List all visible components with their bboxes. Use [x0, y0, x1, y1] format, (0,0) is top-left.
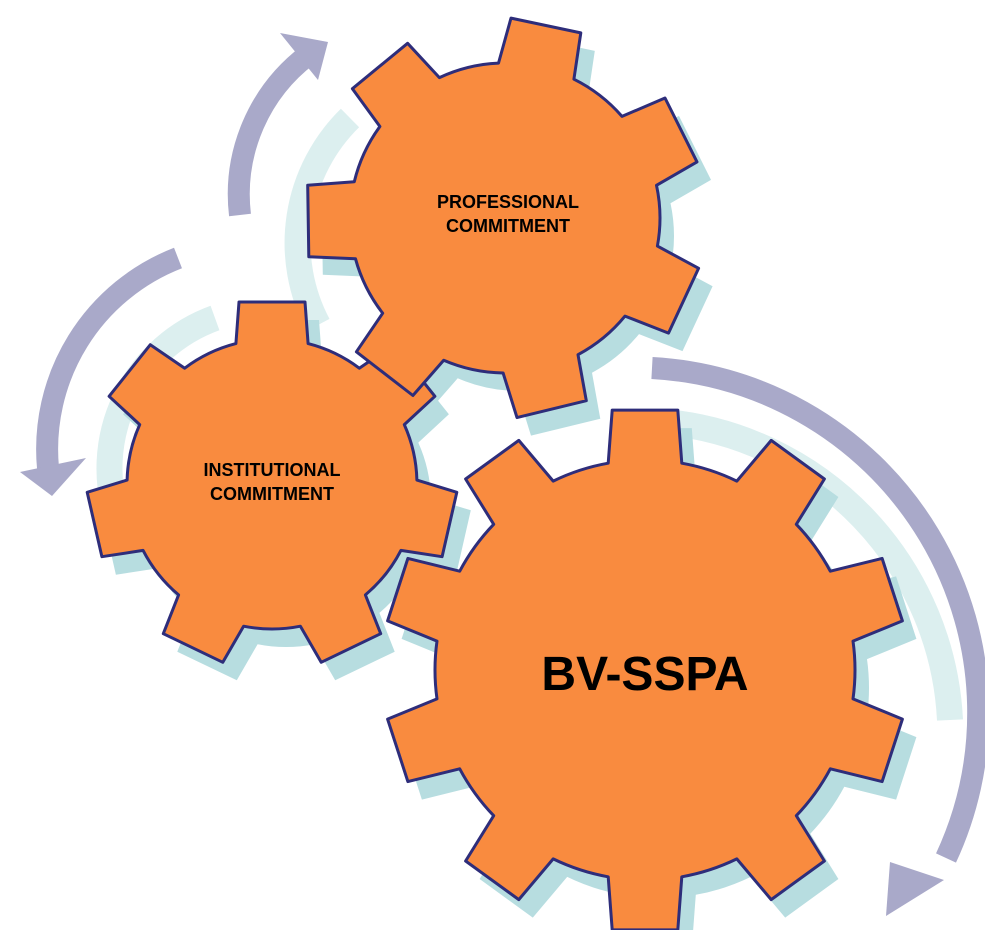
gear-institutional-label-line2: COMMITMENT	[210, 484, 334, 504]
gear-main-shape	[386, 408, 904, 930]
gear-main-label: BV-SSPA	[541, 648, 748, 701]
gear-professional: PROFESSIONAL COMMITMENT	[306, 16, 701, 420]
gear-institutional-label-line1: INSTITUTIONAL	[204, 460, 341, 480]
gear-professional-label-line2: COMMITMENT	[446, 216, 570, 236]
gear-professional-label-line1: PROFESSIONAL	[437, 192, 579, 212]
arrow-top	[227, 33, 328, 217]
gear-professional-shape	[306, 16, 701, 420]
arrow-left	[20, 247, 183, 496]
light-arc-professional	[284, 108, 360, 332]
arrow-right	[651, 357, 985, 916]
gear-main: BV-SSPA	[386, 408, 904, 930]
gear-institutional: INSTITUTIONAL COMMITMENT	[85, 300, 459, 664]
gear-institutional-shape	[85, 300, 459, 664]
light-arc-main	[663, 409, 963, 721]
